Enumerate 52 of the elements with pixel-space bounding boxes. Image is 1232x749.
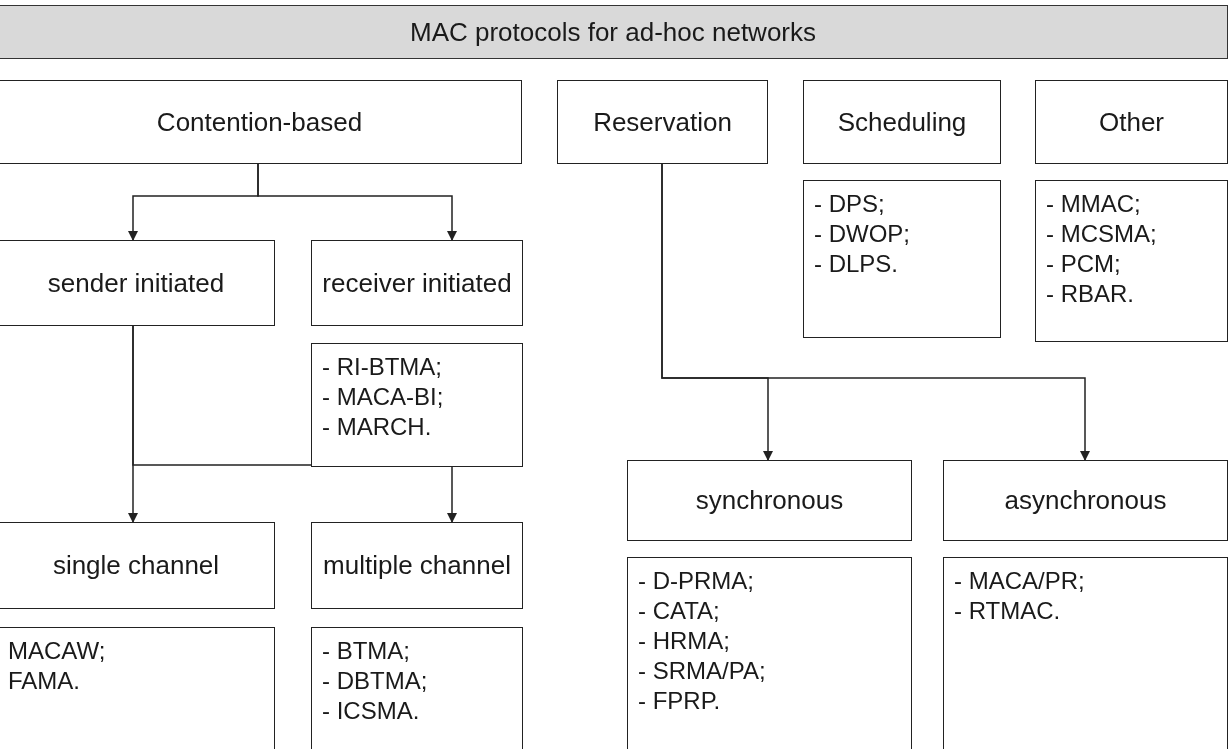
box-label: Scheduling [837,105,967,139]
category-box [943,460,1228,541]
list-item: - MCSMA; [1046,219,1157,249]
list-box [311,627,523,749]
list-item: - RTMAC. [954,596,1061,626]
category-box [557,80,768,164]
list-box [627,557,912,749]
list-item: - CATA; [638,596,720,626]
list-item: - SRMA/PA; [638,656,766,686]
box-label: single channel [52,549,220,582]
list-box [1035,180,1228,342]
box-label: receiver initiated [322,266,512,300]
list-item: - RBAR. [1046,279,1134,309]
list-item: - DWOP; [814,219,910,249]
list-item: - DPS; [814,189,885,219]
list-item: - BTMA; [322,636,410,666]
category-box [627,460,912,541]
list-box [0,627,275,749]
list-item: - ICSMA. [322,696,420,726]
box-label: sender initiated [47,266,225,300]
category-box [0,240,275,326]
list-item: - D-PRMA; [638,566,754,596]
box-label: asynchronous [1004,484,1167,517]
list-item: - FPRP. [638,686,721,716]
list-box [943,557,1228,749]
list-item: - RI-BTMA; [322,352,442,382]
list-item: - MACA-BI; [322,382,444,412]
box-label: synchronous [695,484,844,517]
list-item: - MARCH. [322,412,432,442]
list-item: FAMA. [8,666,80,696]
box-label: Reservation [593,105,732,139]
category-box [311,522,523,609]
arrow [661,163,1090,461]
box-label: Other [1099,105,1164,139]
list-box [803,180,1001,338]
category-box [1035,80,1228,164]
list-box [311,343,523,467]
list-item: - PCM; [1046,249,1121,279]
title-band: MAC protocols for ad-hoc networks [0,5,1228,59]
category-box [0,522,275,609]
list-item: - DBTMA; [322,666,428,696]
list-item: - DLPS. [814,249,899,279]
list-item: - MMAC; [1046,189,1141,219]
category-box [0,80,522,164]
list-item: - MACA/PR; [954,566,1085,596]
arrow [257,163,457,241]
category-box [311,240,523,326]
category-box [803,80,1001,164]
box-label: Contention-based [156,105,363,139]
list-item: - HRMA; [638,626,730,656]
box-label: multiple channel [323,549,511,582]
list-item: MACAW; [8,636,106,666]
